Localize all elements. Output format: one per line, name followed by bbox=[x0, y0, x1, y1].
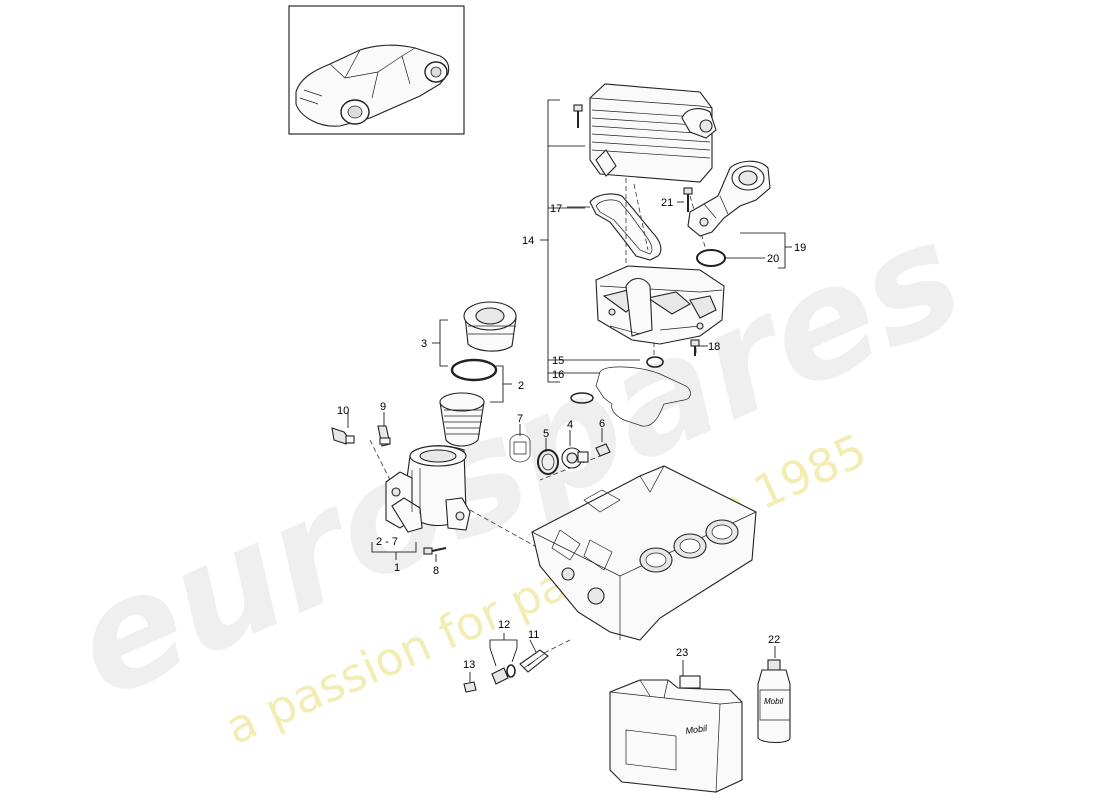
oil-filter-housing[interactable] bbox=[385, 445, 471, 533]
engine-block[interactable] bbox=[531, 465, 757, 641]
label-16[interactable]: 16 bbox=[552, 369, 564, 381]
plug-6 bbox=[595, 443, 611, 457]
cooler-screw bbox=[573, 104, 583, 128]
thermostat-housing[interactable] bbox=[687, 160, 771, 237]
label-6[interactable]: 6 bbox=[599, 418, 605, 430]
oil-cooler[interactable] bbox=[589, 83, 717, 183]
bracket-14 bbox=[540, 99, 640, 383]
label-17[interactable]: 17 bbox=[550, 203, 562, 215]
label-2[interactable]: 2 bbox=[518, 380, 524, 392]
oil-filter-element[interactable] bbox=[439, 392, 485, 447]
oil-bottle[interactable]: Mobil bbox=[757, 659, 791, 744]
canister-brand: Mobil bbox=[685, 723, 709, 736]
bolt-8 bbox=[423, 547, 447, 555]
label-14[interactable]: 14 bbox=[522, 235, 534, 247]
label-12[interactable]: 12 bbox=[498, 619, 510, 631]
filter-oring bbox=[450, 358, 498, 382]
part-labels: 1 2 2 - 7 3 4 5 6 7 8 9 10 11 12 13 14 1… bbox=[337, 197, 806, 671]
label-4[interactable]: 4 bbox=[567, 419, 573, 431]
leader-lines bbox=[347, 201, 684, 562]
label-22[interactable]: 22 bbox=[768, 634, 780, 646]
gasket-7 bbox=[509, 433, 531, 463]
gasket-17[interactable] bbox=[589, 193, 662, 261]
oil-filter-cap[interactable] bbox=[463, 301, 517, 352]
bracket-2 bbox=[490, 365, 512, 403]
valve-11 bbox=[519, 649, 549, 673]
car-icon bbox=[295, 44, 450, 127]
oil-filter-module-base[interactable] bbox=[595, 265, 725, 345]
label-7[interactable]: 7 bbox=[517, 413, 523, 425]
sensor-9 bbox=[377, 425, 391, 447]
label-18[interactable]: 18 bbox=[708, 341, 720, 353]
label-8[interactable]: 8 bbox=[433, 565, 439, 577]
label-5[interactable]: 5 bbox=[543, 428, 549, 440]
thermostat-4 bbox=[561, 447, 589, 469]
label-19[interactable]: 19 bbox=[794, 242, 806, 254]
vehicle-thumbnail[interactable] bbox=[288, 5, 465, 135]
label-3[interactable]: 3 bbox=[421, 338, 427, 350]
bracket-12 bbox=[489, 633, 518, 667]
seal-5 bbox=[537, 449, 559, 475]
label-11[interactable]: 11 bbox=[528, 629, 539, 641]
bracket-1 bbox=[371, 542, 417, 560]
label-15[interactable]: 15 bbox=[552, 355, 564, 367]
label-9[interactable]: 9 bbox=[380, 401, 386, 413]
bolt-13 bbox=[463, 681, 477, 693]
bottle-brand: Mobil bbox=[764, 697, 783, 706]
sensor-10 bbox=[331, 427, 355, 445]
label-10[interactable]: 10 bbox=[337, 405, 349, 417]
gasket-16[interactable] bbox=[570, 366, 691, 427]
oring-15 bbox=[646, 356, 664, 368]
bracket-3 bbox=[432, 319, 448, 367]
oil-canister[interactable]: Mobil bbox=[609, 675, 743, 793]
label-13[interactable]: 13 bbox=[463, 659, 475, 671]
label-23[interactable]: 23 bbox=[676, 647, 688, 659]
screw-21 bbox=[683, 187, 693, 212]
oring-20 bbox=[696, 249, 726, 267]
watermark: eurospares a passion for parts since 198… bbox=[49, 188, 986, 755]
screw-18 bbox=[690, 339, 700, 356]
bracket-19 bbox=[724, 232, 792, 269]
label-21[interactable]: 21 bbox=[661, 197, 673, 209]
label-2-7[interactable]: 2 - 7 bbox=[376, 536, 398, 548]
label-1[interactable]: 1 bbox=[394, 562, 400, 574]
label-20[interactable]: 20 bbox=[767, 253, 779, 265]
plug-12 bbox=[491, 664, 516, 685]
